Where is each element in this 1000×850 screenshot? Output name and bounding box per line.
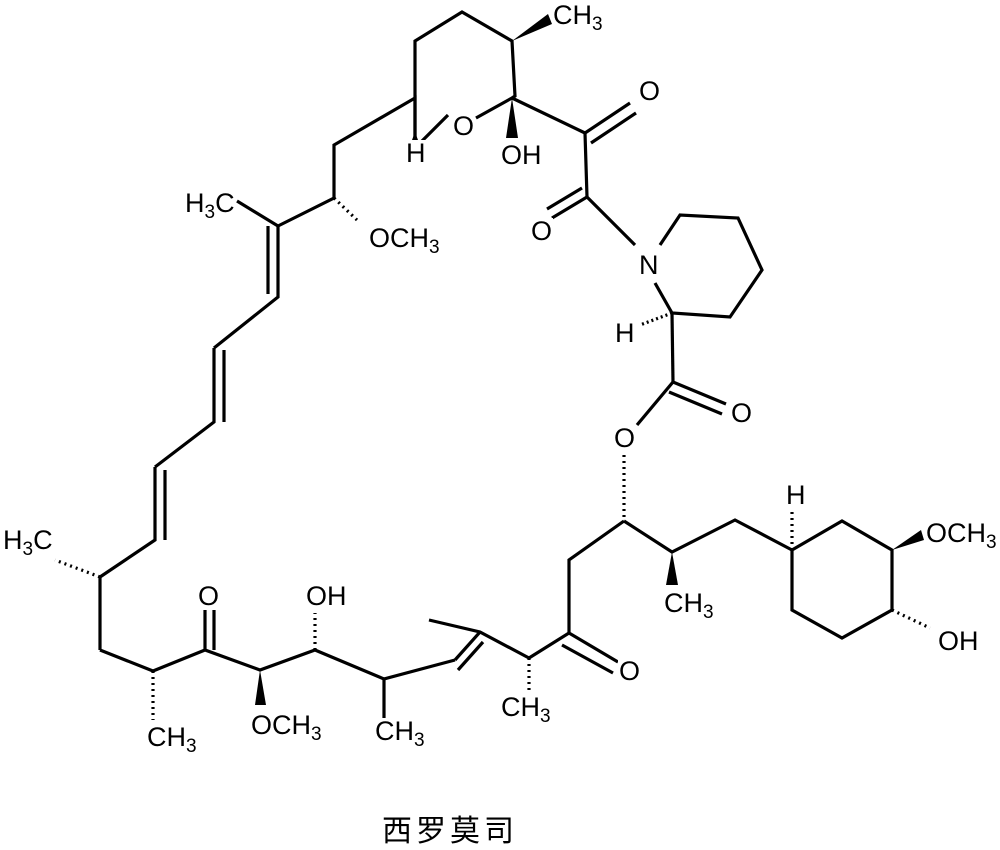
ester-carbonyl-oxygen-label: O bbox=[730, 398, 754, 428]
pipecolate-nitrogen-label: N bbox=[638, 250, 660, 280]
methyl-label: CH3 bbox=[374, 716, 426, 751]
pyran-oxygen-label: O bbox=[452, 111, 476, 141]
ketone-oxygen-label: O bbox=[618, 656, 642, 686]
methoxy-label: OCH3 bbox=[250, 710, 323, 745]
methyl-label: H3C bbox=[2, 525, 54, 560]
ketone-oxygen-label: O bbox=[197, 581, 221, 611]
hemiketal-hydroxyl-label: OH bbox=[500, 140, 543, 170]
methyl-label: CH3 bbox=[552, 0, 604, 35]
methyl-label: H3C bbox=[184, 188, 236, 223]
methoxy-label: OCH3 bbox=[925, 518, 998, 553]
pyran-hydrogen-label: H bbox=[405, 138, 427, 168]
compound-name-caption: 西罗莫司 bbox=[382, 814, 518, 849]
methoxy-label: OCH3 bbox=[368, 223, 441, 258]
pipecolate-hydrogen-label: H bbox=[614, 318, 636, 348]
cyclohexyl-hydrogen-label: H bbox=[785, 480, 807, 510]
methyl-label: CH3 bbox=[500, 692, 552, 727]
ester-oxygen-label: O bbox=[613, 423, 637, 453]
hydroxyl-label: OH bbox=[305, 581, 348, 611]
methyl-label: CH3 bbox=[663, 588, 715, 623]
methyl-label: CH3 bbox=[146, 722, 198, 757]
hydroxyl-label: OH bbox=[937, 626, 980, 656]
ketone-oxygen-label: O bbox=[638, 76, 662, 106]
amide-oxygen-label: O bbox=[530, 216, 554, 246]
